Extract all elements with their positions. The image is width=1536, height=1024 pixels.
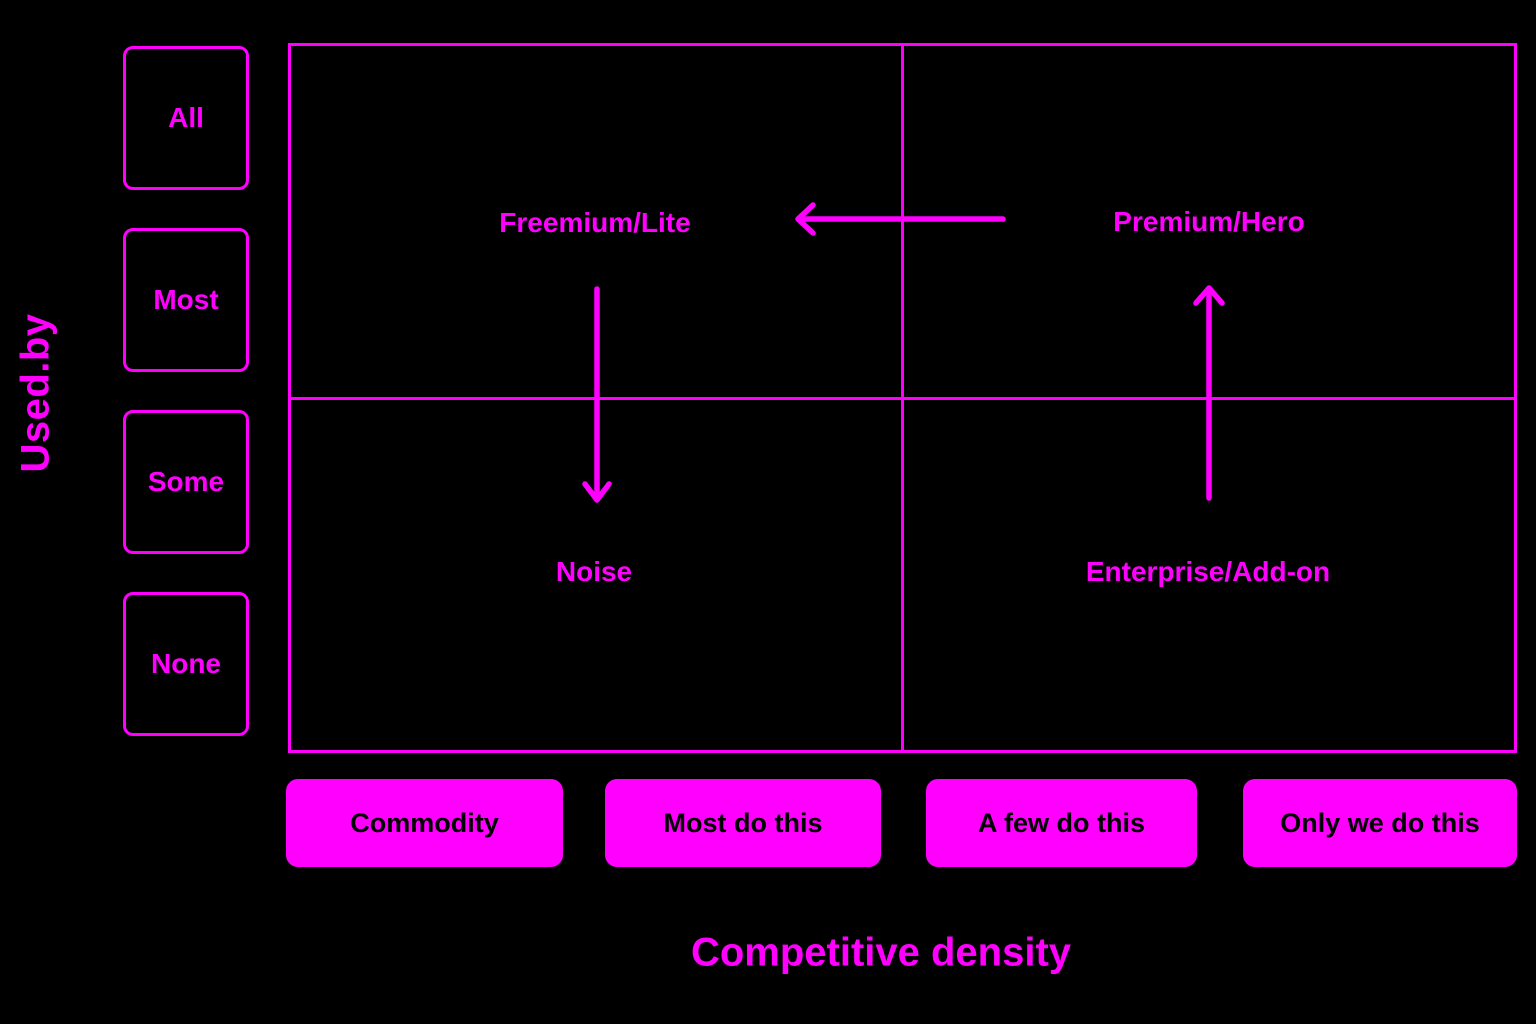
- y-axis-label: Some: [147, 466, 225, 497]
- x-axis-label: Commodity: [350, 807, 499, 838]
- y-axis-box-all: All: [123, 46, 249, 190]
- x-axis-button-only-we-do-this: Only we do this: [1243, 779, 1517, 867]
- quadrant-label-bottom-right: Enterprise/Add-on: [1085, 556, 1331, 587]
- x-axis-title: Competitive density: [690, 930, 1072, 975]
- quadrant-grid: [288, 43, 1517, 753]
- y-axis-title: Used.by: [13, 313, 58, 473]
- y-axis-box-some: Some: [123, 410, 249, 554]
- y-axis-box-none: None: [123, 592, 249, 736]
- x-axis-label: A few do this: [978, 807, 1145, 838]
- x-axis-label: Only we do this: [1280, 807, 1480, 838]
- y-axis-label: All: [168, 102, 204, 133]
- x-axis-button-most-do-this: Most do this: [605, 779, 881, 867]
- quadrant-label-bottom-left: Noise: [555, 556, 633, 587]
- x-axis-button-a-few-do-this: A few do this: [926, 779, 1197, 867]
- quadrant-label-top-left: Freemium/Lite: [499, 207, 691, 238]
- quadrant-label-top-right: Premium/Hero: [1113, 206, 1305, 237]
- y-axis-label: None: [151, 648, 221, 679]
- grid-horizontal-midline: [291, 396, 1514, 400]
- y-axis-label: Most: [153, 284, 219, 315]
- y-axis-box-most: Most: [123, 228, 249, 372]
- x-axis-label: Most do this: [663, 807, 823, 838]
- x-axis-button-commodity: Commodity: [286, 779, 563, 867]
